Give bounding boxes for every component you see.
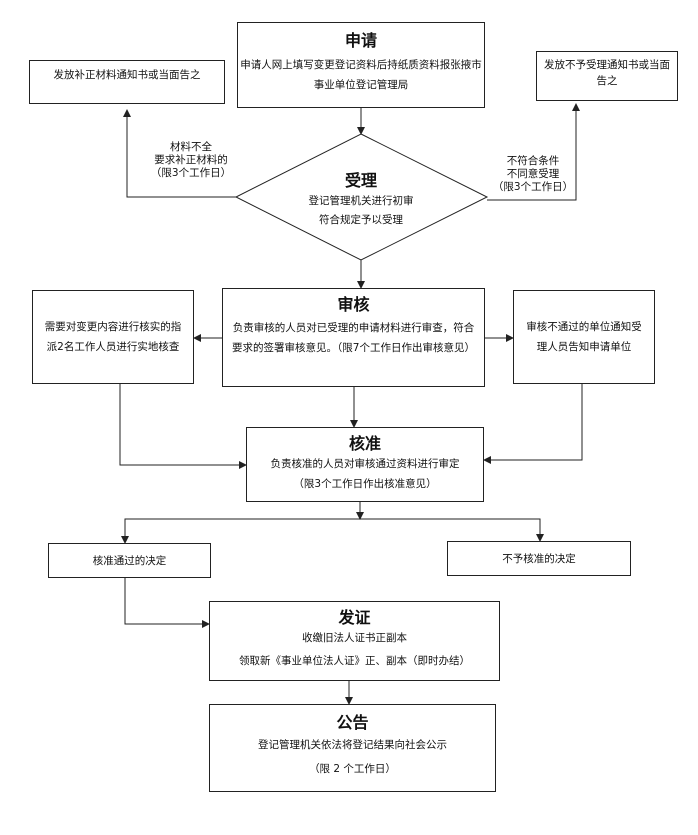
approve-pass-box: 核准通过的决定 <box>48 543 211 578</box>
right-notice-line2: 告之 <box>596 75 618 87</box>
approve-line1: 负责核准的人员对审核通过资料进行审定 <box>270 458 460 470</box>
left-cond-line1: 材料不全 <box>170 141 212 153</box>
verify-line1: 需要对变更内容进行核实的指 <box>44 321 182 333</box>
right-cond-line3: （限3个工作日） <box>492 181 574 193</box>
review-line2: 要求的签署审核意见。（限7个工作日作出审核意见） <box>232 342 475 354</box>
arrow-accept-to-right-notice <box>487 103 580 201</box>
apply-line1: 申请人网上填写变更登记资料后持纸质资料报张掖市 <box>240 59 482 71</box>
apply-title: 申请 <box>344 31 377 50</box>
left-notice-box: 发放补正材料通知书或当面告之 <box>29 60 225 104</box>
arrow-to-approve-reject <box>360 518 544 542</box>
arrow-fail-to-approve <box>483 384 583 464</box>
left-cond-line3: （限3个工作日） <box>150 167 232 179</box>
arrow-verify-to-approve <box>119 384 247 469</box>
arrow-pass-to-issue <box>124 578 210 628</box>
approve-line2: （限3个工作日作出核准意见） <box>293 478 437 490</box>
left-cond-line2: 要求补正材料的 <box>154 154 228 166</box>
announce-box: 公告 登记管理机关依法将登记结果向社会公示 （限 2 个工作日） <box>209 704 496 792</box>
announce-line2: （限 2 个工作日） <box>309 763 396 775</box>
issue-line2: 领取新《事业单位法人证》正、副本（即时办结） <box>239 655 470 667</box>
approve-pass-text: 核准通过的决定 <box>92 555 167 567</box>
right-cond-line1: 不符合条件 <box>506 155 560 167</box>
issue-box: 发证 收缴旧法人证书正副本 领取新《事业单位法人证》正、副本（即时办结） <box>209 601 500 681</box>
right-notice-box: 发放不予受理通知书或当面 告之 <box>536 51 678 101</box>
announce-line1: 登记管理机关依法将登记结果向社会公示 <box>258 739 447 751</box>
approve-box: 核准 负责核准的人员对审核通过资料进行审定 （限3个工作日作出核准意见） <box>246 427 484 502</box>
review-line1: 负责审核的人员对已受理的申请材料进行审查，符合 <box>232 322 475 334</box>
announce-title: 公告 <box>336 713 369 732</box>
issue-title: 发证 <box>338 608 371 627</box>
approve-reject-text: 不予核准的决定 <box>502 553 576 565</box>
issue-line1: 收缴旧法人证书正副本 <box>302 632 407 644</box>
left-notice-text: 发放补正材料通知书或当面告之 <box>53 69 201 81</box>
review-fail-line1: 审核不通过的单位通知受 <box>526 321 642 333</box>
approve-title: 核准 <box>348 434 381 453</box>
verify-box: 需要对变更内容进行核实的指 派2名工作人员进行实地核查 <box>32 290 194 384</box>
arrow-accept-to-left-notice <box>123 109 236 198</box>
accept-text: 受理 登记管理机关进行初审 符合规定予以受理 <box>286 171 436 228</box>
accept-line2: 符合规定予以受理 <box>319 214 403 226</box>
review-box: 审核 负责审核的人员对已受理的申请材料进行审查，符合 要求的签署审核意见。（限7… <box>222 288 485 387</box>
right-cond-line2: 不同意受理 <box>506 168 560 180</box>
review-fail-box: 审核不通过的单位通知受 理人员告知申请单位 <box>513 290 655 384</box>
apply-line2: 事业单位登记管理局 <box>313 79 409 91</box>
approve-reject-box: 不予核准的决定 <box>447 541 631 576</box>
right-condition-label: 不符合条件 不同意受理 （限3个工作日） <box>486 155 580 194</box>
verify-line2: 派2名工作人员进行实地核查 <box>46 341 180 353</box>
review-title: 审核 <box>337 295 370 314</box>
arrow-to-approve-pass <box>121 518 360 544</box>
review-fail-line2: 理人员告知申请单位 <box>536 341 632 353</box>
accept-line1: 登记管理机关进行初审 <box>308 195 414 207</box>
accept-title: 受理 <box>344 171 377 190</box>
apply-box: 申请 申请人网上填写变更登记资料后持纸质资料报张掖市 事业单位登记管理局 <box>237 22 485 108</box>
right-notice-line1: 发放不予受理通知书或当面 <box>544 59 670 71</box>
left-condition-label: 材料不全 要求补正材料的 （限3个工作日） <box>141 141 241 180</box>
